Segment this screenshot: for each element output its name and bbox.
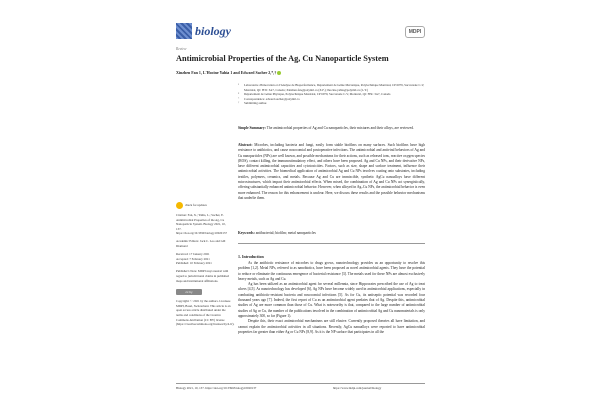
aff-text: Laboratoire d'Innovation et d'Analyse de… — [244, 83, 425, 92]
cc-license-icon[interactable]: cc by — [176, 289, 202, 296]
aff-num: 2 — [238, 92, 240, 96]
affiliations: 1 Laboratoire d'Innovation et d'Analyse d… — [238, 83, 428, 106]
divider — [238, 243, 425, 244]
summary-text: The antimicrobial properties of Ag and C… — [266, 126, 414, 130]
published-date: Published: 10 February 2021 — [176, 261, 212, 266]
aff-num: 1 — [238, 83, 240, 86]
abstract-label: Abstract: — [238, 143, 253, 147]
footer-journal-link[interactable]: https://www.mdpi.com/journal/biology — [333, 386, 382, 390]
paragraph: Despite this, their exact antimicrobial … — [238, 319, 425, 334]
abstract-text: Microbes, including bacteria and fungi, … — [238, 143, 425, 200]
aff-text[interactable]: Correspondence: edward.sacher@polymtl.ca — [244, 96, 300, 101]
simple-summary: Simple Summary: The antimicrobial proper… — [238, 126, 425, 131]
journal-name: biology — [195, 24, 231, 38]
summary-label: Simple Summary: — [238, 126, 266, 130]
check-updates-icon — [176, 202, 183, 209]
aff-num: † — [238, 101, 240, 105]
citation: Citation: Fan, X.; Yahia, L.; Sacher, E.… — [176, 213, 227, 236]
article-type: Review — [176, 47, 187, 51]
sidebar: check for updates Citation: Fan, X.; Yah… — [176, 202, 235, 330]
check-updates-button[interactable]: check for updates — [176, 202, 231, 209]
keywords: Keywords: antibacterial; biofilm; metal … — [238, 231, 425, 236]
keywords-label: Keywords: — [238, 231, 255, 235]
keywords-text: antibacterial; biofilm; metal nanopartic… — [255, 231, 316, 235]
journal-logo-icon — [176, 23, 192, 39]
section-heading: 1. Introduction — [238, 254, 264, 259]
correspondence: * Correspondence: edward.sacher@polymtl.c… — [238, 97, 428, 102]
note: † Submitting author. — [238, 101, 428, 106]
check-updates-label: check for updates — [185, 203, 207, 208]
paragraph: As the antibiotic resistance of microbes… — [238, 261, 425, 281]
aff-text: Submitting author. — [244, 101, 268, 106]
affiliation: 1 Laboratoire d'Innovation et d'Analyse d… — [238, 83, 428, 92]
affiliation: 2 Département de Génie Physique, Polytech… — [238, 92, 428, 97]
article-title: Antimicrobial Properties of the Ag, Cu N… — [176, 54, 389, 63]
footer-citation[interactable]: Biology 2021, 10, 137. https://doi.org/1… — [176, 386, 257, 390]
author-list: Xinzhen Fan 1, L'Hocine Yahia 1 and Edwa… — [176, 70, 282, 76]
authors-text: Xinzhen Fan 1, L'Hocine Yahia 1 and Edwa… — [176, 70, 277, 75]
received-date: Received: 17 January 2021 — [176, 252, 210, 257]
publisher-logo: MDPI — [405, 26, 425, 38]
copyright: Copyright: © 2021 by the authors. Licens… — [176, 299, 235, 327]
introduction-body: As the antibiotic resistance of microbes… — [238, 261, 425, 335]
footer-divider — [176, 383, 425, 384]
abstract: Abstract: Microbes, including bacteria a… — [238, 143, 425, 201]
academic-editors: Academic Editors: Jack C. Leo and Gill D… — [176, 239, 226, 249]
publisher-note: Publisher's Note: MDPI stays neutral wit… — [176, 269, 230, 283]
aff-num: * — [238, 96, 240, 100]
accepted-date: Accepted: 7 February 2021 — [176, 256, 210, 261]
orcid-icon[interactable] — [277, 71, 282, 76]
paragraph: Ag has been utilized as an antimicrobial… — [238, 282, 425, 318]
aff-text: Département de Génie Physique, Polytechn… — [244, 92, 391, 97]
